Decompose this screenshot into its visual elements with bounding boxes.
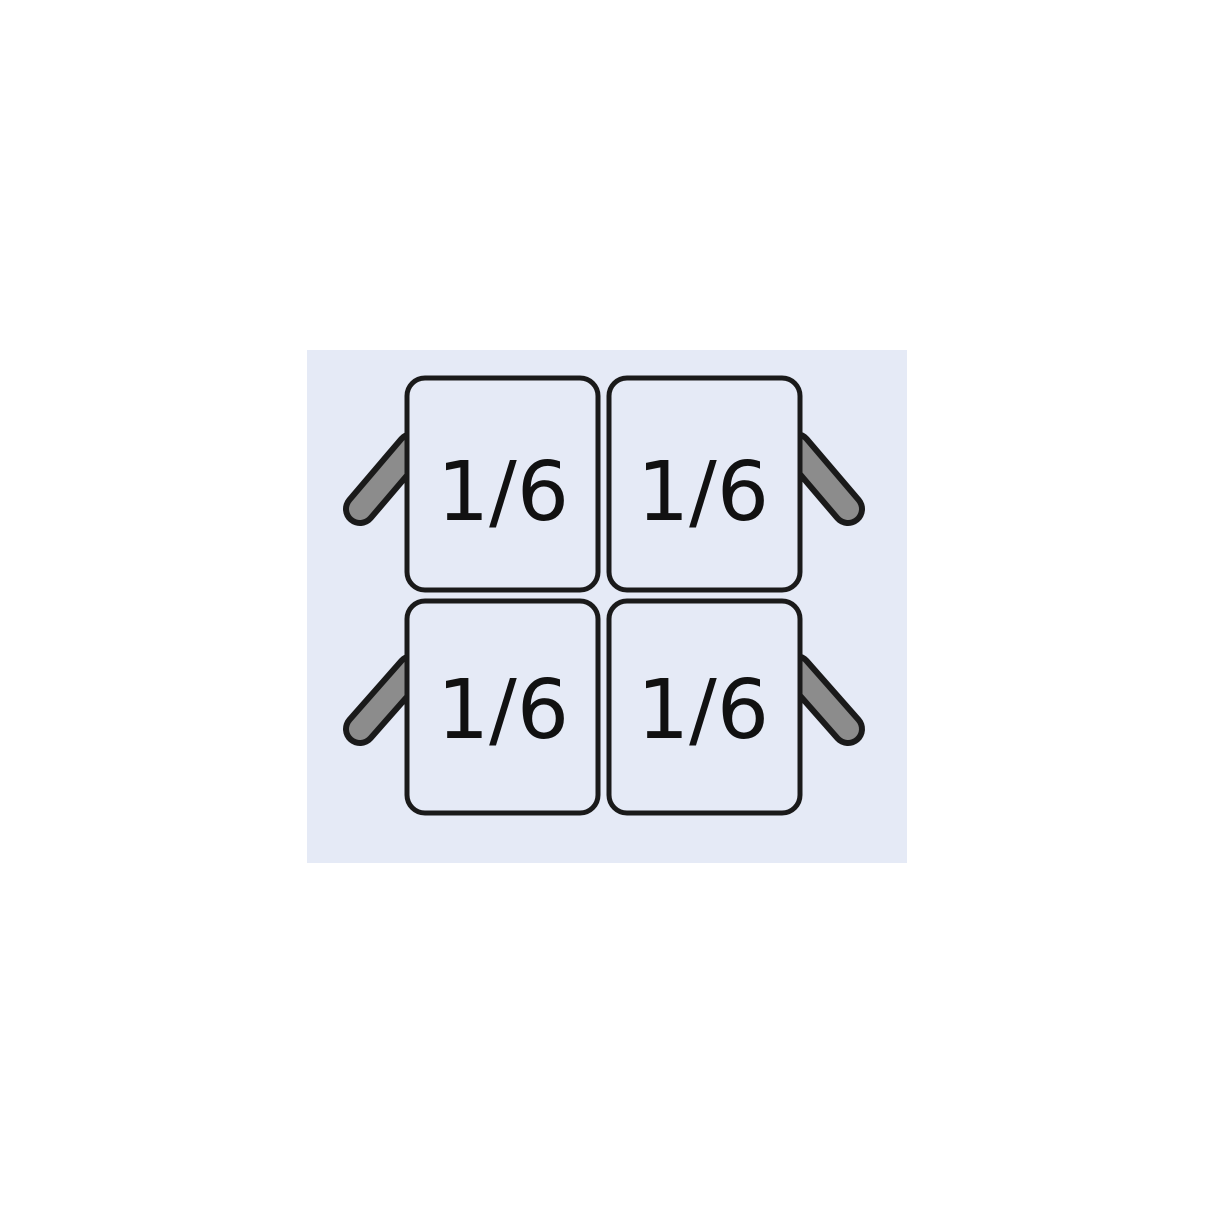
- handle-left-top: [343, 431, 429, 526]
- pan-label: 1/6: [637, 445, 769, 540]
- pan-bottom-left: 1/6: [404, 598, 601, 816]
- pan-label: 1/6: [637, 663, 769, 758]
- pan-top-left: 1/6: [404, 375, 601, 593]
- handle-right-top: [779, 431, 865, 526]
- pan-label: 1/6: [437, 663, 569, 758]
- pan-label: 1/6: [437, 445, 569, 540]
- pan-top-right: 1/6: [606, 375, 803, 593]
- handle-left-bottom: [343, 653, 429, 746]
- handle-right-bottom: [779, 653, 865, 746]
- pan-bottom-right: 1/6: [606, 598, 803, 816]
